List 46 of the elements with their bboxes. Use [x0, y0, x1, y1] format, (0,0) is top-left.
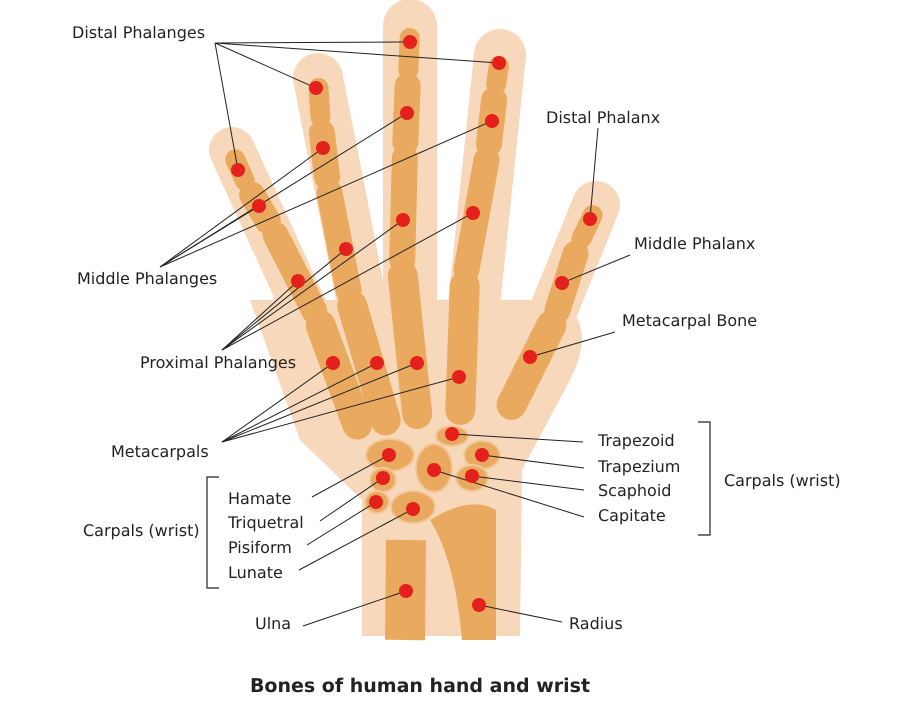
leader-line — [320, 481, 378, 522]
bone-label: Scaphoid — [598, 481, 672, 501]
bone-label: Metacarpals — [111, 442, 209, 462]
leader-line — [536, 332, 616, 356]
leader-line — [214, 42, 493, 63]
leader-line — [222, 378, 453, 442]
leader-line — [160, 209, 254, 268]
bone-label: Metacarpal Bone — [622, 311, 758, 331]
leader-line — [222, 366, 328, 442]
group-label: Carpals (wrist) — [83, 521, 200, 541]
leader-line — [302, 592, 400, 626]
leader-line — [306, 505, 371, 546]
bone-label: Pisiform — [228, 538, 292, 558]
leader-line — [214, 42, 310, 86]
leader-line — [222, 224, 398, 350]
diagram-title: Bones of human hand and wrist — [248, 674, 592, 698]
leader-line — [222, 252, 342, 350]
bone-label: Middle Phalanx — [634, 234, 756, 254]
bone-label: Capitate — [598, 506, 666, 526]
bone-label: Distal Phalanges — [72, 23, 206, 43]
bone-label: Triquetral — [228, 513, 304, 533]
leader-line — [160, 123, 486, 268]
leader-line — [298, 512, 408, 570]
bone-label: Ulna — [255, 614, 292, 634]
bone-label: Trapezoid — [598, 431, 675, 451]
leader-line — [590, 128, 598, 213]
leader-line — [458, 434, 584, 442]
leader-line — [485, 606, 562, 622]
leader-line — [488, 455, 584, 468]
leader-line — [568, 254, 630, 281]
leader-line — [440, 472, 584, 518]
bone-label: Distal Phalanx — [546, 108, 660, 128]
group-label: Carpals (wrist) — [724, 471, 841, 491]
bone-label: Trapezium — [598, 457, 680, 477]
leader-line — [222, 216, 468, 350]
leader-line — [222, 366, 372, 442]
leader-line — [222, 285, 294, 350]
leader-line — [478, 476, 584, 490]
bone-label: Hamate — [228, 489, 292, 509]
bone-label: Middle Phalanges — [77, 269, 218, 289]
leader-line — [214, 42, 238, 164]
bone-label: Proximal Phalanges — [140, 353, 296, 373]
bone-label: Lunate — [228, 563, 283, 583]
leader-line — [160, 152, 318, 268]
leader-line — [222, 365, 411, 442]
bone-label: Radius — [569, 614, 623, 634]
